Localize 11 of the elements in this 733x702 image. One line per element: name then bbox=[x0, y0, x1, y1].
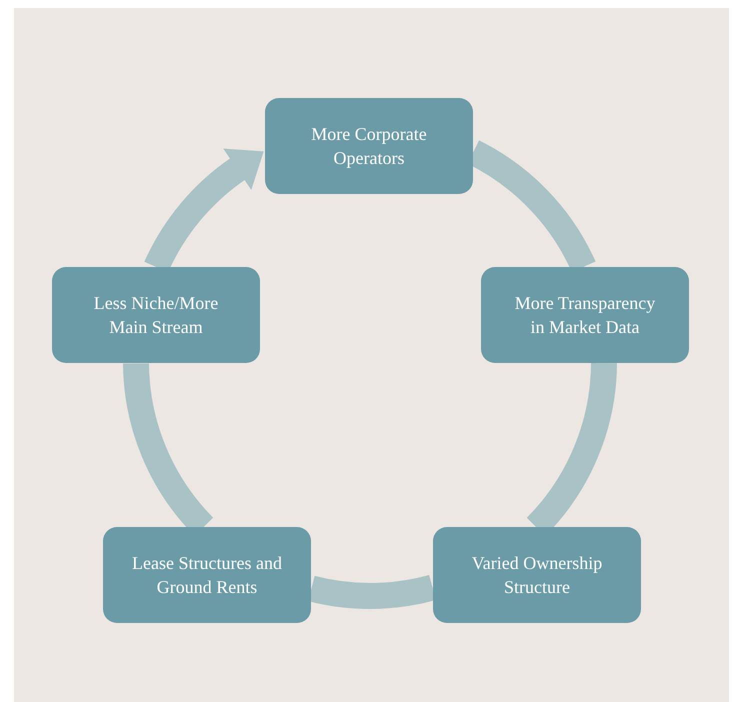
stage-box bbox=[103, 527, 311, 623]
stage-label: More Transparency in Market Data bbox=[514, 292, 656, 339]
ring-segment bbox=[308, 574, 436, 609]
stage-box bbox=[265, 98, 473, 194]
stage-label: More Corporate Operators bbox=[310, 123, 428, 170]
stage-box bbox=[52, 267, 260, 363]
stage-label: Less Niche/More Main Stream bbox=[92, 292, 220, 339]
stage-label: Lease Structures and Ground Rents bbox=[132, 552, 282, 599]
stage-label: Varied Ownership Structure bbox=[470, 552, 604, 599]
stage-box bbox=[433, 527, 641, 623]
stage-box bbox=[481, 267, 689, 363]
